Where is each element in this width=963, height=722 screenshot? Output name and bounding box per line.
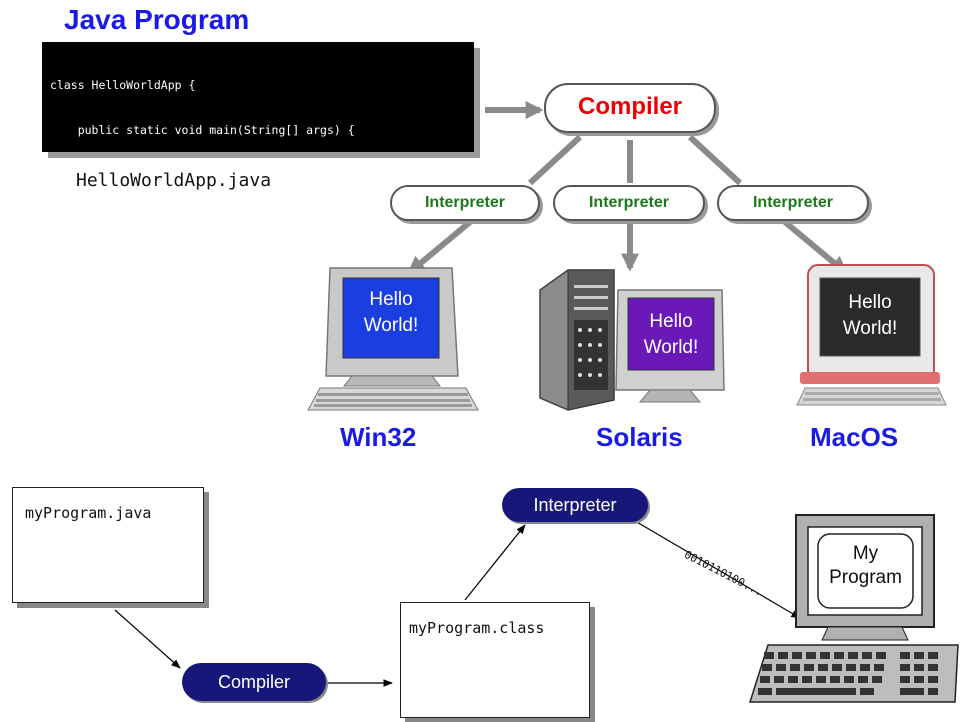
class-file-document: myProgram.class — [400, 602, 590, 718]
arrow-compiler-left — [527, 134, 583, 186]
arrow-interp-win32 — [407, 219, 472, 275]
screen-line: Hello — [848, 292, 892, 313]
code-line: } — [50, 258, 57, 272]
code-line: class HelloWorldApp { — [50, 78, 196, 92]
java-source-document: myProgram.java — [12, 487, 204, 603]
screen-line: World! — [363, 315, 419, 336]
arrow-class-to-interpreter — [464, 524, 526, 601]
lower-computer-icon — [748, 514, 959, 703]
lower-compiler-pill: Compiler — [182, 663, 326, 701]
code-line: public static void main(String[] args) { — [50, 123, 355, 137]
interpreter-pill-macos: Interpreter — [717, 185, 869, 221]
class-filename: myProgram.class — [409, 619, 545, 637]
screen-line: World! — [643, 337, 699, 358]
interpreter-pill-win32: Interpreter — [390, 185, 540, 221]
code-line: System.out.println("Hello World!"); — [50, 168, 348, 182]
macos-screen-text: Hello World! — [820, 290, 920, 342]
screen-line: Hello — [369, 289, 413, 310]
screen-line: Program — [829, 567, 902, 588]
solaris-monitor-icon — [615, 289, 725, 403]
lower-screen-text: My Program — [818, 542, 913, 590]
code-line: } — [50, 213, 85, 227]
win32-computer-icon — [307, 267, 479, 411]
platform-label-macos: MacOS — [810, 422, 899, 452]
platform-label-win32: Win32 — [340, 422, 417, 452]
compiler-pill: Compiler — [544, 83, 716, 133]
java-source-filename: myProgram.java — [25, 504, 152, 522]
arrow-compiler-right — [687, 134, 743, 186]
win32-screen-text: Hello World! — [343, 287, 439, 339]
page-title: Java Program — [64, 4, 250, 35]
arrow-java-to-compiler — [114, 609, 181, 669]
interpreter-pill-solaris: Interpreter — [553, 185, 705, 221]
solaris-screen-text: Hello World! — [628, 309, 714, 361]
screen-line: World! — [842, 318, 898, 339]
screen-line: Hello — [649, 311, 693, 332]
screen-line: My — [852, 543, 879, 564]
source-filename: HelloWorldApp.java — [76, 170, 272, 191]
platform-label-solaris: Solaris — [596, 422, 683, 452]
lower-interpreter-pill: Interpreter — [502, 488, 648, 522]
arrow-interpreter-to-computer — [624, 514, 801, 619]
arrow-interp-macos — [783, 219, 848, 275]
solaris-tower-icon — [539, 269, 615, 411]
code-block: class HelloWorldApp { public static void… — [42, 42, 474, 272]
macos-computer-icon — [796, 264, 947, 406]
